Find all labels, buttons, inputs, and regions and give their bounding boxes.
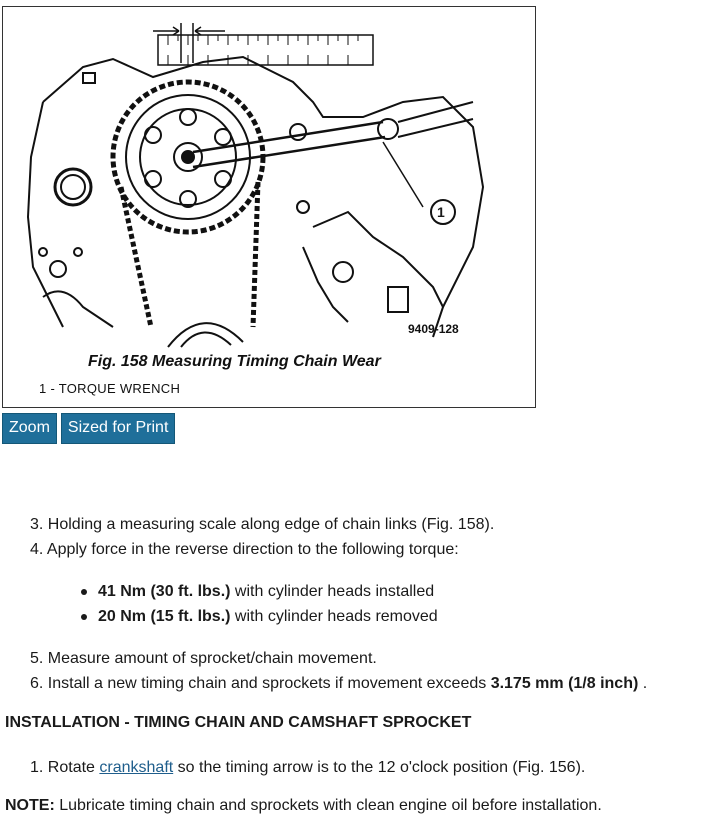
timing-chain-illustration [26, 23, 485, 348]
steps-list-a: 3. Holding a measuring scale along edge … [30, 512, 494, 562]
crankshaft-link[interactable]: crankshaft [99, 759, 174, 776]
figure-frame: 9409-128 1 Fig. 158 Measuring Timing Cha… [2, 6, 536, 408]
note-paragraph: NOTE: Lubricate timing chain and sprocke… [5, 797, 602, 815]
sized-for-print-button[interactable]: Sized for Print [60, 413, 176, 444]
note-label: NOTE: [5, 797, 55, 814]
section-heading: INSTALLATION - TIMING CHAIN AND CAMSHAFT… [5, 714, 472, 731]
step-item: 4. Apply force in the reverse direction … [30, 541, 459, 558]
zoom-button[interactable]: Zoom [2, 413, 57, 444]
steps-list-b: 5. Measure amount of sprocket/chain move… [30, 646, 647, 696]
figure-legend: 1 - TORQUE WRENCH [39, 381, 181, 396]
torque-bullets: 41 Nm (30 ft. lbs.) with cylinder heads … [80, 579, 438, 629]
step-item: 5. Measure amount of sprocket/chain move… [30, 650, 377, 667]
bullet-item: 20 Nm (15 ft. lbs.) with cylinder heads … [80, 604, 438, 629]
step-item: 1. Rotate crankshaft so the timing arrow… [30, 759, 586, 776]
install-steps: 1. Rotate crankshaft so the timing arrow… [30, 755, 585, 780]
figure-buttons: Zoom Sized for Print [2, 413, 176, 444]
step-item: 6. Install a new timing chain and sprock… [30, 675, 648, 692]
bullet-item: 41 Nm (30 ft. lbs.) with cylinder heads … [80, 579, 438, 604]
drawing-number: 9409-128 [408, 322, 459, 336]
callout-label: 1 [437, 204, 445, 220]
note-text: Lubricate timing chain and sprockets wit… [54, 797, 602, 814]
figure-caption: Fig. 158 Measuring Timing Chain Wear [88, 353, 381, 370]
step-item: 3. Holding a measuring scale along edge … [30, 516, 495, 533]
